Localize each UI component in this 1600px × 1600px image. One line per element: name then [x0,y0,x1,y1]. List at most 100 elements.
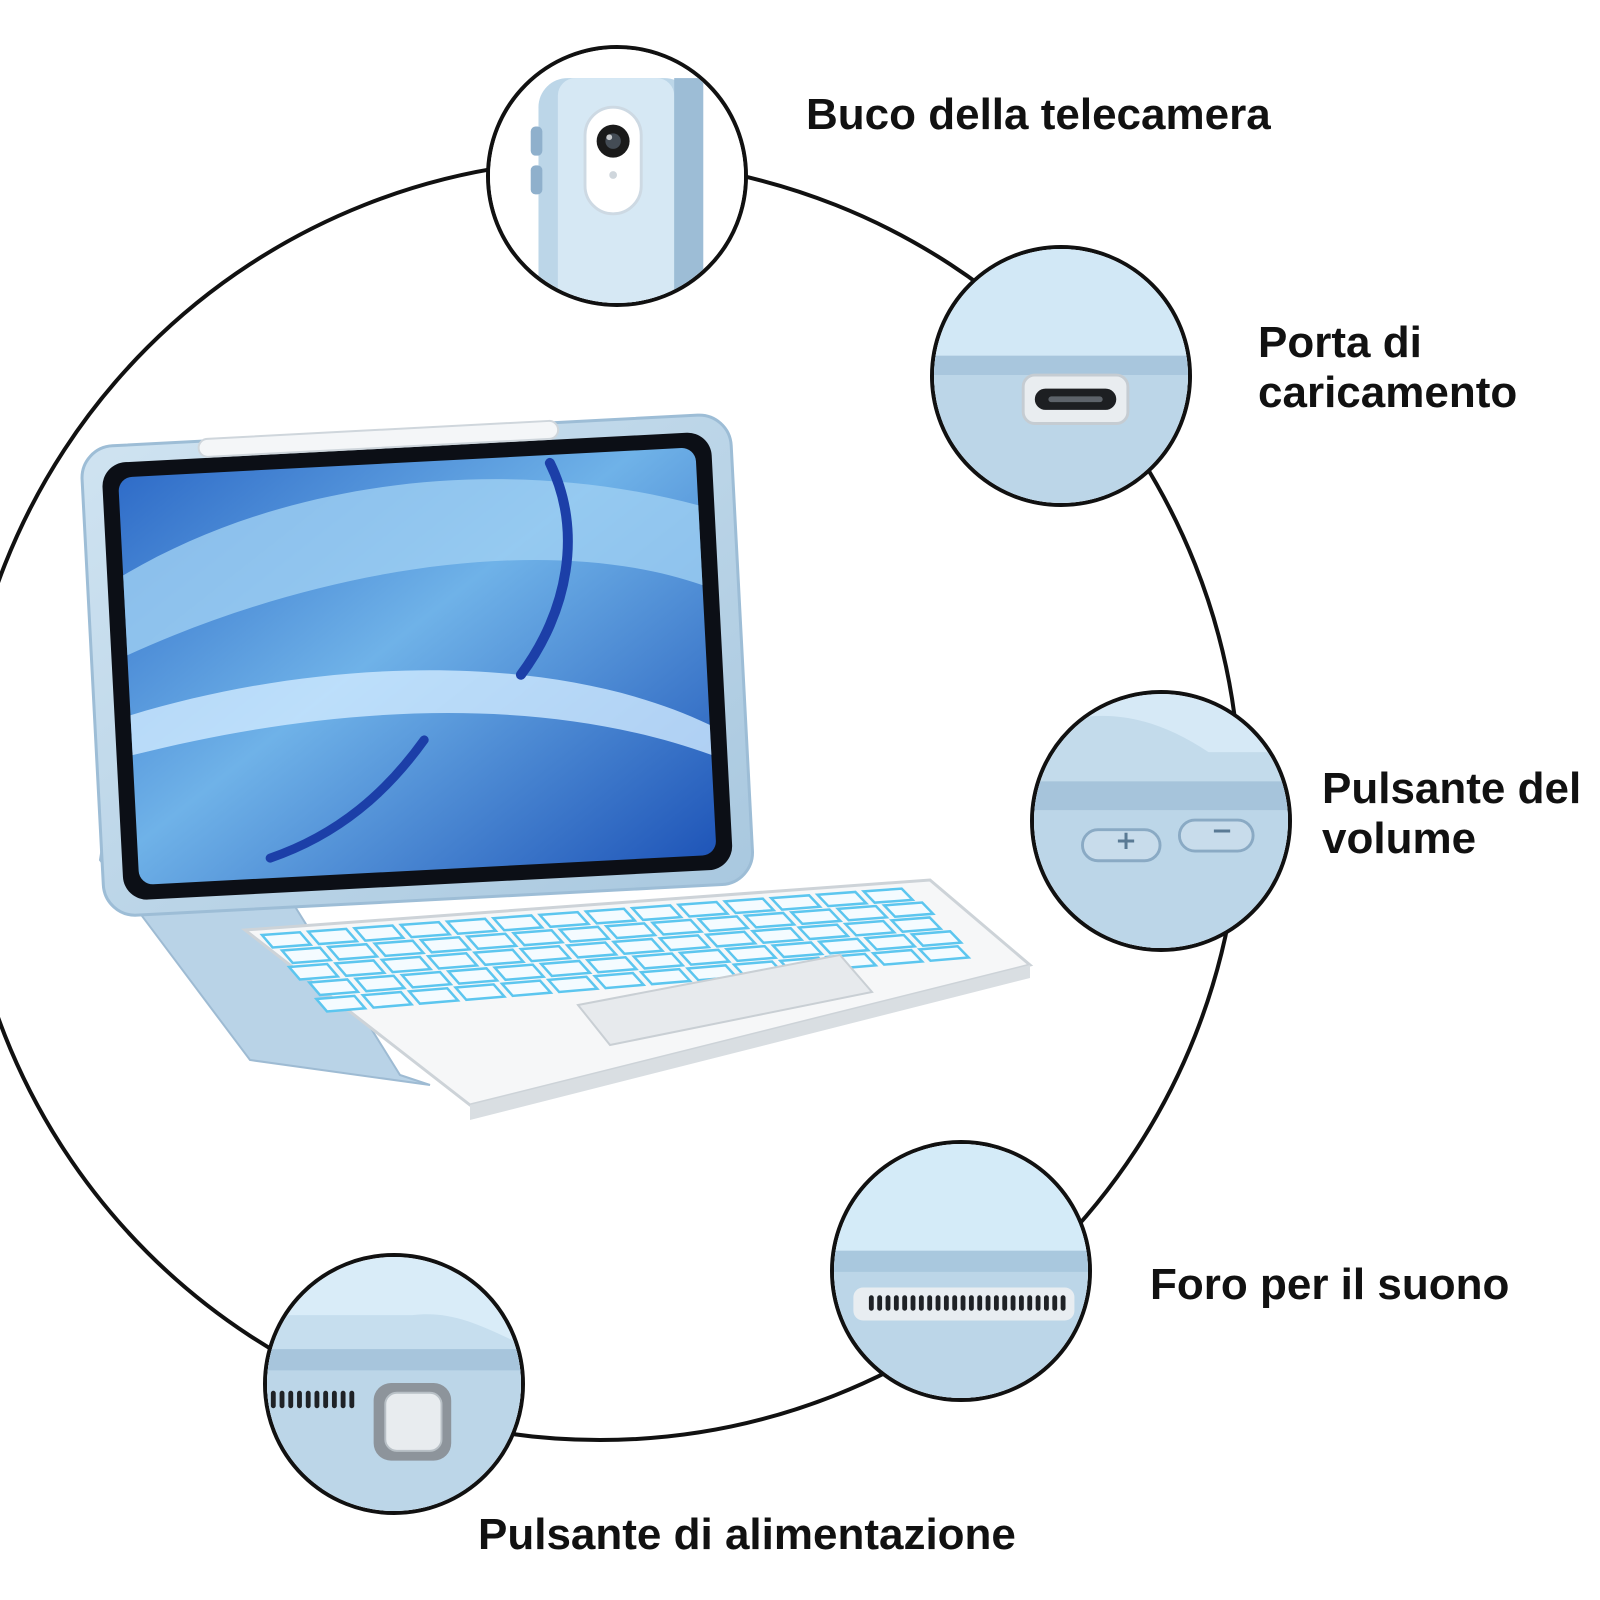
speaker-hole [297,1390,302,1409]
speaker-hole [1018,1295,1024,1311]
speaker-hole [885,1295,891,1311]
wallpaper-curve [515,457,573,680]
keyboard-key [592,971,647,990]
keyboard-key [306,978,361,997]
keyboard-key [631,952,686,970]
usb-c-port-icon [1021,373,1130,425]
pencil [197,419,560,458]
zoom-camera [486,45,748,307]
keyboard-key [842,919,897,937]
keyboard-key [788,908,844,926]
camera-lens-icon [596,124,630,158]
speaker-hole [893,1295,899,1311]
keyboard-key [418,935,473,954]
keyboard-key [629,904,684,922]
keyboard-key [909,930,964,947]
label-volume-line-2: volume [1322,814,1477,863]
keyboard-key [649,918,705,936]
speaker-grille-icon [270,1390,355,1409]
keyboard-key [471,948,526,967]
speaker-hole [314,1390,320,1409]
keyboard-key [360,990,415,1009]
label-power-line: Pulsante di alimentazione [478,1510,1016,1559]
wallpaper-curve [130,670,712,756]
speaker-hole [1027,1295,1033,1311]
keyboard-key [677,948,732,966]
speaker-hole [1010,1295,1016,1311]
label-camera: Buco della telecamera [806,90,1271,140]
keyboard-key [564,941,619,959]
speaker-hole [968,1295,974,1311]
speaker-hole [331,1390,337,1409]
keyboard-keys [259,887,972,1013]
label-charging: Porta di caricamento [1258,318,1517,418]
volume-minus-label: − [1211,816,1233,846]
keyboard-key [492,963,547,982]
speaker-hole [960,1295,966,1311]
keyboard-key [511,929,566,947]
power-button-icon [373,1383,452,1461]
keyboard-key [770,941,825,959]
keyboard-key [406,986,461,1005]
wallpaper-curve [265,735,429,863]
keyboard-key [703,930,758,948]
keyboard-key [398,920,453,939]
keyboard-key [372,939,426,958]
keyboard-key [453,983,507,1002]
keyboard-key [399,970,454,989]
label-camera-line: Buco della telecamera [806,90,1271,139]
keyboard-key [722,897,777,915]
keyboard-key [603,922,658,940]
keyboard-key [537,910,592,929]
volume-button-icon [1081,818,1255,863]
speaker-hole [952,1295,958,1311]
keyboard-key [888,916,944,933]
keyboard-key [499,979,554,998]
keyboard-key [860,887,916,904]
tablet [80,413,754,917]
speaker-hole [993,1295,999,1311]
keyboard-key [584,955,639,974]
speaker-hole [985,1295,991,1311]
label-power: Pulsante di alimentazione [478,1510,1016,1560]
keyboard-key [723,944,779,963]
keyboard-key [916,944,972,963]
speaker-hole [288,1390,294,1409]
wallpaper-curve [123,479,703,656]
label-speaker: Foro per il suono [1150,1260,1509,1310]
keyboard-key [259,930,314,949]
speaker-hole [1002,1295,1008,1311]
keyboard-edge [470,965,1030,1120]
keyboard-key [768,894,823,911]
zoom-power [263,1253,525,1515]
volume-plus-label: + [1115,826,1137,856]
speaker-hole [1060,1295,1066,1311]
keyboard-key [816,937,871,955]
keyboard-key [557,925,612,943]
keyboard-key [749,926,805,945]
keyboard-key [464,932,519,951]
keyboard-key [379,955,434,974]
label-volume-line-1: Pulsante del [1322,764,1582,813]
speaker-hole [270,1390,276,1409]
keyboard-key [286,962,341,981]
label-charging-line-2: caricamento [1258,368,1518,417]
keyboard-key [742,911,797,929]
speaker-hole [977,1295,983,1311]
zoom-volume: + − [1030,690,1292,952]
keyboard-key [583,907,638,925]
keyboard-key [444,917,499,935]
speaker-hole [927,1295,933,1311]
keyboard-key [305,927,360,946]
keyboard-key [835,904,890,922]
keyboard-key [863,933,918,951]
zoom-speaker [830,1140,1092,1402]
keyboard-key [445,967,500,985]
speaker-hole [349,1390,355,1409]
keyboard-key [313,994,368,1013]
speaker-hole [1035,1295,1041,1311]
label-speaker-line: Foro per il suono [1150,1260,1510,1309]
keyboard-key [545,975,600,994]
speaker-hole [305,1390,311,1409]
